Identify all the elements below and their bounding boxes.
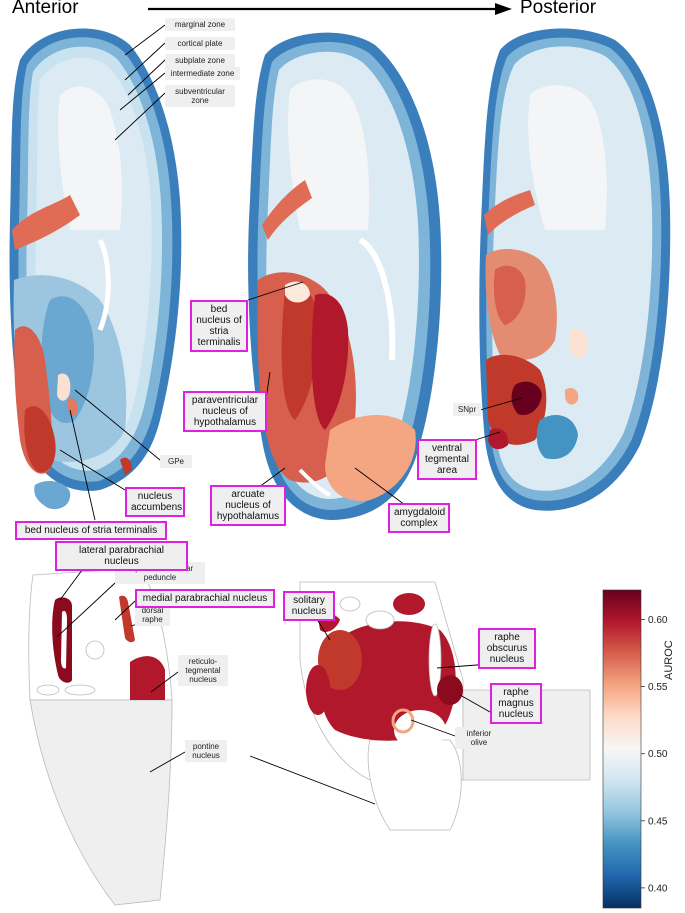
colorbar-tick-label: 0.50 xyxy=(648,749,668,760)
brain-section-posterior xyxy=(479,28,671,511)
posterior-label: Posterior xyxy=(520,0,597,18)
label-bnst-middle: bed nucleus of stria terminalis xyxy=(190,300,248,352)
label-dorsal-raphe: dorsal raphe xyxy=(135,604,170,626)
label-marginal-zone: marginal zone xyxy=(165,18,235,31)
label-lateral-parabrachial-nucleus: lateral parabrachial nucleus xyxy=(55,541,188,571)
direction-arrow xyxy=(148,3,512,15)
label-ventral-tegmental-area: ventral tegmental area xyxy=(417,439,477,480)
label-subventricular-zone: subventricular zone xyxy=(165,85,235,107)
label-cortical-plate: cortical plate xyxy=(165,37,235,50)
label-inferior-olive: inferior olive xyxy=(455,727,503,749)
label-bnst-anterior: bed nucleus of stria terminalis xyxy=(15,521,167,540)
label-snpr: SNpr xyxy=(453,403,481,416)
label-medial-parabrachial-nucleus: medial parabrachial nucleus xyxy=(135,589,275,608)
colorbar: 0.60 0.55 0.50 0.45 0.40 xyxy=(602,589,668,909)
label-pontine-nucleus: pontine nucleus xyxy=(185,740,227,762)
label-raphe-magnus-nucleus: raphe magnus nucleus xyxy=(490,683,542,724)
brain-section-anterior xyxy=(9,28,182,510)
label-nucleus-accumbens: nucleus accumbens xyxy=(125,487,185,517)
label-arcuate-nucleus: arcuate nucleus of hypothalamus xyxy=(210,485,286,526)
label-solitary-nucleus: solitary nucleus xyxy=(283,591,335,621)
brain-section-middle xyxy=(248,32,442,520)
label-intermediate-zone: intermediate zone xyxy=(165,67,240,80)
brainstem-section-medulla xyxy=(299,581,591,831)
anterior-label: Anterior xyxy=(12,0,79,18)
brainstem-section-pons xyxy=(28,567,173,906)
colorbar-tick-label: 0.60 xyxy=(648,615,668,626)
colorbar-tick-label: 0.40 xyxy=(648,883,668,894)
colorbar-tick-label: 0.45 xyxy=(648,816,668,827)
label-amygdaloid-complex: amygdaloid complex xyxy=(388,503,450,533)
label-paraventricular-nucleus: paraventricular nucleus of hypothalamus xyxy=(183,391,267,432)
label-raphe-obscurus-nucleus: raphe obscurus nucleus xyxy=(478,628,536,669)
label-subplate-zone: subplate zone xyxy=(165,54,235,67)
label-gpe: GPe xyxy=(160,455,192,468)
label-reticulotegmental-nucleus: reticulo-tegmental nucleus xyxy=(178,655,228,686)
colorbar-tick-label: 0.55 xyxy=(648,682,668,693)
colorbar-title: AUROC xyxy=(663,640,675,680)
colorbar-gradient xyxy=(603,590,641,908)
